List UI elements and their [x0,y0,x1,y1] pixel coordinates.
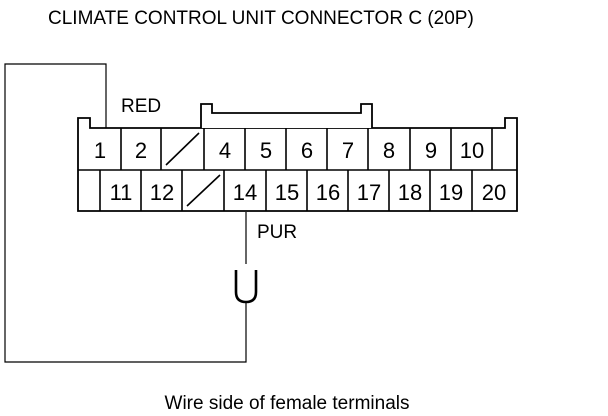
pin-9: 9 [425,138,437,163]
pin-10: 10 [460,138,484,163]
pin-17: 17 [357,180,381,205]
empty-cavity-3-slash [165,132,200,166]
pin-16: 16 [316,180,340,205]
top-row-dividers [120,128,493,170]
bottom-row-dividers [99,170,473,211]
empty-cavity-13-slash [186,174,221,207]
pin-8: 8 [383,138,395,163]
test-lead-wire [4,63,247,363]
pin-18: 18 [398,180,422,205]
pin-1: 1 [94,138,106,163]
connector-housing [77,117,518,212]
connector-lock-tab [200,103,373,128]
pin-19: 19 [439,180,463,205]
meter-u-icon [234,270,258,304]
pin-14: 14 [233,180,257,205]
pin-20: 20 [482,180,506,205]
pin-2: 2 [135,138,147,163]
pin-4: 4 [219,138,231,163]
pin-6: 6 [301,138,313,163]
pin-15: 15 [275,180,299,205]
pin-11: 11 [110,180,133,205]
diagram-title: CLIMATE CONTROL UNIT CONNECTOR C (20P) [48,8,474,29]
wire-label-pur: PUR [257,222,297,243]
pin-7: 7 [342,138,354,163]
wire-label-red: RED [121,96,161,117]
pin-5: 5 [260,138,272,163]
diagram-caption: Wire side of female terminals [165,393,410,414]
pin-12: 12 [150,180,174,205]
